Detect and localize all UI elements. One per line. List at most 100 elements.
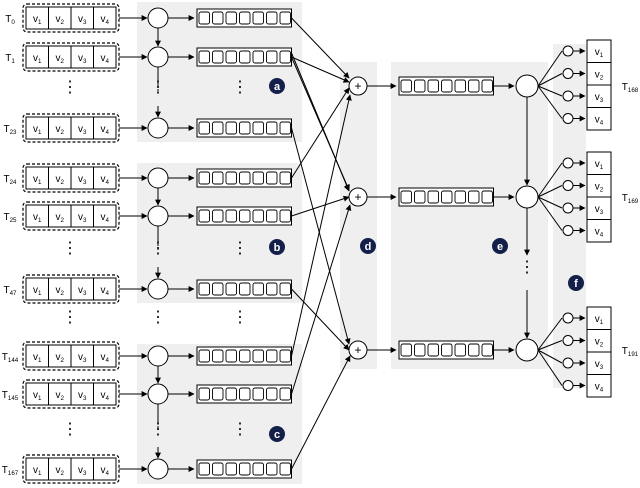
encoder-to-adder-arrow (291, 355, 351, 470)
decoder-unit (427, 190, 439, 204)
encoder-node (147, 278, 169, 300)
encoder-to-adder-arrow (291, 52, 350, 192)
hidden-unit (212, 50, 224, 64)
hidden-unit (212, 171, 224, 185)
hidden-unit (239, 171, 251, 185)
hidden-unit (239, 11, 251, 25)
ellipsis-mark: ⋮ (150, 240, 166, 257)
input-cell-label: v4 (101, 390, 110, 402)
hidden-unit (266, 462, 278, 476)
output-cell-label: v2 (595, 70, 604, 82)
input-cell-label: v3 (78, 352, 87, 364)
encoder-to-adder-arrow (291, 195, 350, 217)
hidden-unit (279, 349, 291, 363)
input-cell-label: v3 (78, 390, 87, 402)
output-node (562, 312, 574, 324)
encoder-node (147, 383, 169, 405)
output-node (562, 90, 574, 102)
time-step-label: T144 (2, 352, 19, 364)
hidden-unit (239, 387, 251, 401)
fanout-line (537, 50, 563, 87)
ellipsis-mark: ⋮ (519, 259, 535, 276)
decoder-unit (468, 190, 480, 204)
hidden-unit (266, 121, 278, 135)
input-cell-label: v4 (101, 14, 110, 26)
panel-badge-label: e (497, 241, 503, 253)
input-cell-label: v4 (101, 212, 110, 224)
ellipsis-mark: ⋮ (62, 421, 78, 438)
time-step-label: T1 (5, 53, 15, 65)
adder-node (348, 340, 368, 360)
output-node (562, 45, 574, 57)
output-cell (586, 219, 612, 243)
panel-badge (492, 238, 508, 254)
output-node (562, 202, 574, 214)
input-cell-label: v3 (78, 212, 87, 224)
output-node (562, 380, 574, 391)
input-cell-label: v4 (101, 53, 110, 65)
decoder-unit (400, 190, 412, 204)
input-cell-label: v1 (33, 352, 42, 364)
decoder-unit (454, 79, 466, 93)
output-cell-label: v1 (595, 314, 604, 326)
hidden-unit (212, 282, 224, 296)
hidden-unit (225, 121, 237, 135)
panel-badge-label: a (274, 81, 281, 93)
adder-and-decoder: +++ (348, 74, 539, 362)
input-cell-label: v3 (78, 465, 87, 477)
output-cell-label: v1 (595, 159, 604, 171)
hidden-unit (252, 349, 264, 363)
fanout-line (537, 85, 563, 119)
panel-badge (360, 238, 376, 254)
fanout-line (537, 85, 563, 97)
input-cell-label: v3 (78, 285, 87, 297)
hidden-unit (252, 462, 264, 476)
fanout-line (537, 196, 563, 209)
hidden-unit (198, 11, 210, 25)
ellipsis-mark: ⋮ (62, 240, 78, 257)
input-cell-label: v2 (56, 465, 65, 477)
fanout-line (537, 349, 563, 386)
hidden-unit (279, 11, 291, 25)
hidden-unit (198, 171, 210, 185)
hidden-unit (252, 11, 264, 25)
adder-node (348, 76, 368, 96)
hidden-unit (279, 462, 291, 476)
ellipsis-mark: ⋮ (150, 421, 166, 438)
panel-badge (568, 275, 584, 291)
time-step-label: T24 (4, 174, 18, 186)
hidden-unit (212, 121, 224, 135)
fanout-line (537, 317, 563, 351)
hidden-unit (239, 462, 251, 476)
hidden-unit (212, 462, 224, 476)
encoder-node (147, 46, 169, 68)
decoder-unit (481, 79, 493, 93)
input-cell-label: v2 (56, 212, 65, 224)
hidden-unit (252, 50, 264, 64)
encoder-to-adder-arrow (291, 288, 350, 351)
input-cell-label: v1 (33, 124, 42, 136)
fanout-line (537, 340, 563, 351)
input-cell-label: v1 (33, 212, 42, 224)
hidden-unit (225, 282, 237, 296)
output-time-label: T169 (622, 193, 639, 205)
panel-badge-label: f (574, 278, 578, 290)
input-cell-label: v2 (56, 14, 65, 26)
encoder-node (147, 167, 169, 189)
time-step-label: T47 (4, 285, 18, 297)
hidden-unit (225, 50, 237, 64)
hidden-unit (252, 171, 264, 185)
output-time-label: T191 (622, 346, 639, 358)
hidden-unit (225, 171, 237, 185)
hidden-unit (279, 282, 291, 296)
hidden-unit (198, 462, 210, 476)
decoder-unit (441, 79, 453, 93)
output-time-label: T168 (622, 82, 639, 94)
encoder-to-adder-arrow (291, 56, 350, 83)
output-node (562, 357, 574, 369)
panel-badge (269, 78, 285, 94)
hidden-unit (225, 11, 237, 25)
time-step-label: T25 (4, 212, 18, 224)
hidden-unit (212, 349, 224, 363)
